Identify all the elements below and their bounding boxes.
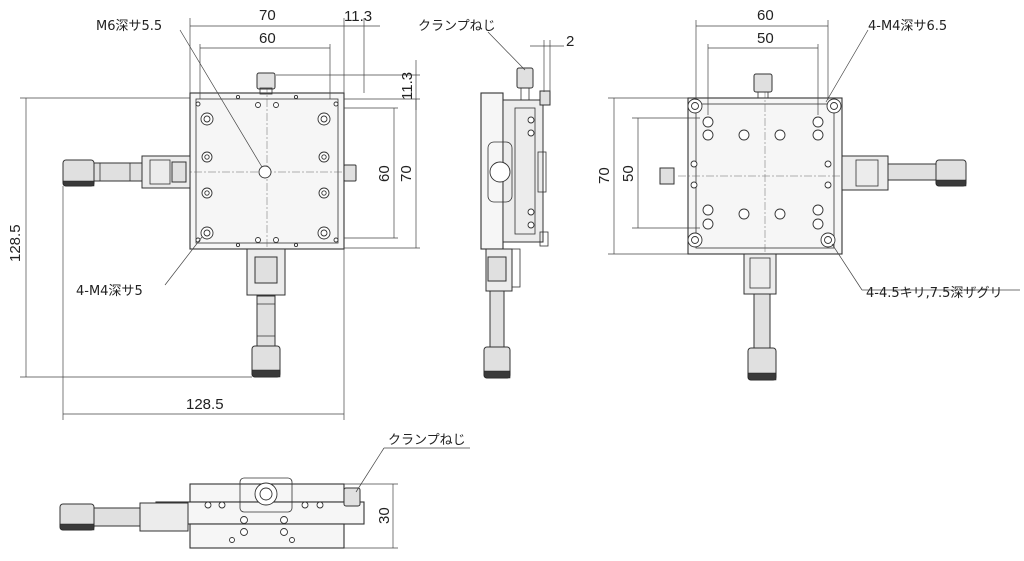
dim-60-bottom-view: 60 <box>757 7 774 24</box>
dim-11-3-side: 11.3 <box>399 72 416 100</box>
dim-60-top: 60 <box>259 30 276 47</box>
dim-50-bottom-view: 50 <box>757 30 774 47</box>
dim-70-right: 70 <box>398 165 415 182</box>
front-view-micrometer <box>59 502 189 532</box>
top-view-holes <box>195 94 339 248</box>
dim-50-bottom-view-vertical: 50 <box>620 165 637 182</box>
dim-70-top: 70 <box>259 7 276 24</box>
front-view-clamp-knob <box>343 487 361 507</box>
label-m6-tap: M6深サ5.5 <box>96 19 162 34</box>
bottom-view: 60 50 70 50 4-M4深サ6.5 4-4.5キリ,7.5深ザグリ <box>596 7 1020 381</box>
m6-center-hole <box>258 165 272 179</box>
bottom-view-right-micrometer <box>841 155 967 191</box>
label-m4-tap-top: 4-M4深サ5 <box>76 284 143 299</box>
bottom-view-bottom-micrometer <box>743 253 777 381</box>
label-m4-tap-bottom: 4-M4深サ6.5 <box>868 19 947 34</box>
top-view: 70 60 11.3 11.3 60 70 128.5 128.5 M6深サ5.… <box>7 7 420 420</box>
label-clamp-screw-front: クランプねじ <box>388 433 466 448</box>
label-through-hole: 4-4.5キリ,7.5深ザグリ <box>866 286 1002 301</box>
top-view-clamp-neck <box>259 87 273 95</box>
dim-128-5-vertical: 128.5 <box>7 224 24 262</box>
dim-60-right: 60 <box>376 165 393 182</box>
dim-11-3-top: 11.3 <box>344 8 372 25</box>
front-view: 30 クランプねじ <box>59 433 470 549</box>
front-view-base-plate <box>189 523 345 549</box>
top-view-dimensions <box>20 18 420 420</box>
top-view-right-clamp <box>343 164 357 182</box>
side-view-clamp-tip <box>539 90 551 106</box>
dim-30-front: 30 <box>376 507 393 524</box>
side-view-slot <box>489 161 511 183</box>
label-clamp-screw-side: クランプねじ <box>418 19 496 34</box>
side-view: 2 クランプねじ <box>418 19 574 379</box>
side-view-clamp-knob <box>516 67 534 89</box>
dim-2: 2 <box>566 33 574 50</box>
dim-70-bottom-view: 70 <box>596 167 613 184</box>
dim-128-5-horizontal: 128.5 <box>186 396 224 413</box>
top-view-clamp-knob <box>256 72 276 90</box>
top-view-bottom-micrometer <box>246 248 286 378</box>
top-view-left-micrometer <box>62 155 191 189</box>
bottom-view-holes <box>687 98 842 248</box>
